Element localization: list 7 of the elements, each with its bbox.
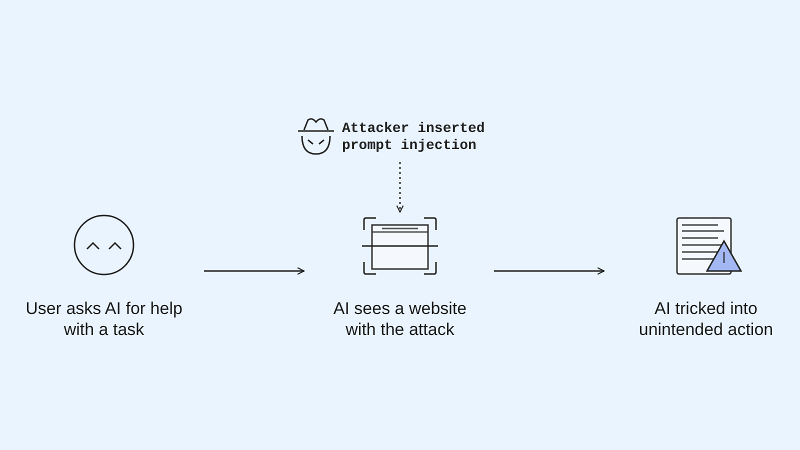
step-caption: AI tricked into unintended action [638, 298, 774, 340]
step-caption: User asks AI for help with a task [24, 298, 184, 340]
arrow [494, 267, 605, 275]
arrow [396, 162, 404, 213]
annotation-text: Attacker inserted prompt injection [342, 121, 486, 155]
arrow [204, 267, 305, 275]
step-caption: AI sees a website with the attack [332, 298, 468, 340]
